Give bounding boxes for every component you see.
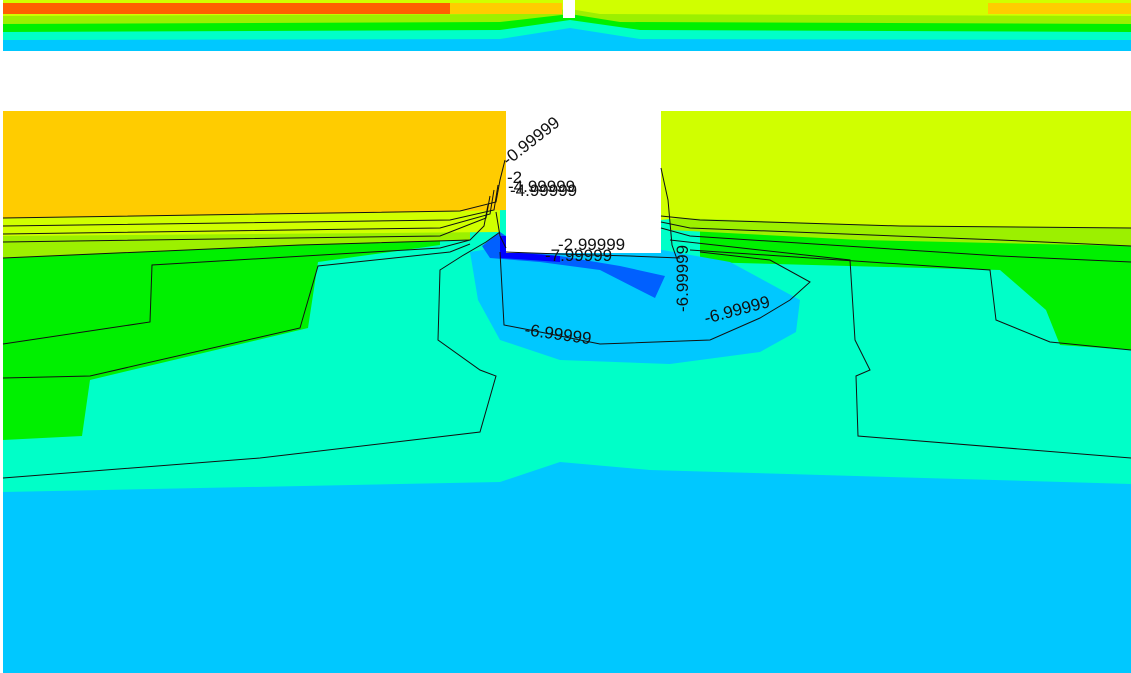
top-strip-amber-right: [988, 3, 1131, 14]
contour-label: -7.99999: [545, 246, 612, 265]
top-strip-amber-left: [450, 3, 562, 14]
contour-line: [2, 184, 499, 227]
contour-label: -2: [507, 168, 522, 187]
contour-line: [2, 231, 501, 479]
contour-line: [660, 167, 679, 263]
contour-label: -6.99999: [673, 245, 692, 312]
contour-line: [660, 215, 1131, 229]
contour-label: -2.99999: [558, 235, 625, 254]
contour-line: [660, 221, 1131, 247]
contour-label: -4.99999: [508, 177, 575, 196]
contour-line: [669, 239, 1131, 459]
contour-label: -4.99999: [510, 181, 577, 200]
band-deep-blue: [500, 236, 560, 262]
main-panel: -0.99999 -2 -4.99999 -4.99999 -2.99999 -…: [2, 111, 1131, 673]
band-yellow-right: [661, 111, 1131, 228]
top-strip-notch: [563, 0, 575, 18]
contour-line: [2, 189, 495, 235]
contour-line: [660, 227, 1131, 263]
band-amber-left-top: [3, 111, 506, 218]
white-block: [506, 111, 661, 253]
contour-line: [2, 239, 471, 345]
contour-line: [2, 159, 506, 219]
contour-line: [499, 251, 811, 345]
contour-line: [2, 243, 471, 379]
contour-lines: [2, 159, 1131, 479]
top-strip-panel: [3, 0, 1131, 51]
contour-line: [689, 249, 1131, 351]
contour-line: [495, 211, 507, 249]
band-blue-core: [482, 232, 665, 298]
top-strip-orange: [3, 3, 450, 14]
contour-line: [505, 251, 681, 259]
